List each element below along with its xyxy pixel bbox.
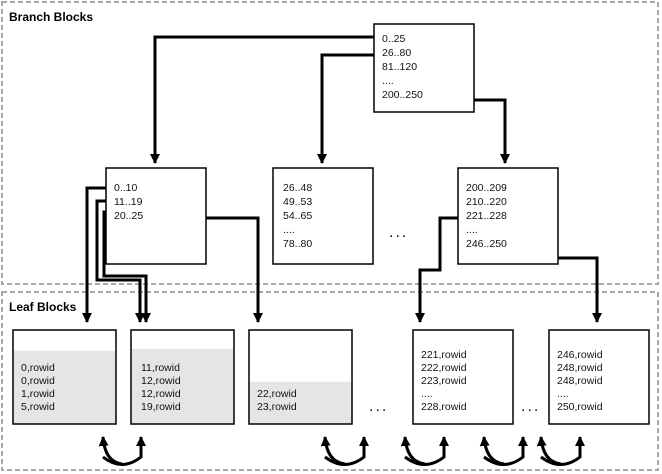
sibling-link-1-2 <box>102 436 146 466</box>
leaf1-entry-3: 5,rowid <box>21 401 55 413</box>
left-branch-to-leaf2b-arrow <box>102 210 151 323</box>
leaf-block-1 <box>12 329 117 425</box>
left-branch-to-leaf3-arrow <box>206 216 263 323</box>
leaf1-entry-2: 1,rowid <box>21 388 55 400</box>
middle-branch-key-2: 54..65 <box>283 210 312 222</box>
leaf1-entry-0: 0,rowid <box>21 362 55 374</box>
leaf2-entry-1: 12,rowid <box>141 375 181 387</box>
leaf5-entry-4: 250,rowid <box>557 401 603 413</box>
right-branch-key-1: 210..220 <box>466 196 507 208</box>
leaf-sibling-links <box>98 436 585 466</box>
sibling-link-prev-4 <box>404 436 449 466</box>
root-to-right-branch-arrow <box>474 98 510 164</box>
root-to-middle-branch-arrow <box>317 53 374 164</box>
sibling-link-5-prev <box>536 436 562 466</box>
leaf2-entry-2: 12,rowid <box>141 388 181 400</box>
leaf-block-4 <box>412 329 514 425</box>
leaf4-entry-3: .... <box>421 388 433 400</box>
branch-blocks-title: Branch Blocks <box>9 10 93 24</box>
left-branch-to-leaf2a-arrow <box>95 199 145 323</box>
leaf-block-2 <box>130 329 235 425</box>
root-key-1: 26..80 <box>382 47 411 59</box>
right-branch-key-3: .... <box>466 224 478 236</box>
left-branch-key-2: 20..25 <box>114 210 143 222</box>
middle-branch-block <box>272 167 374 265</box>
leaf-blocks-title: Leaf Blocks <box>9 300 77 314</box>
middle-branch-key-0: 26..48 <box>283 182 312 194</box>
right-branch-to-leaf5-arrow <box>558 256 602 323</box>
sibling-link-prev-5 <box>540 436 585 466</box>
sibling-link-next-4 <box>479 436 505 466</box>
leaf3-entry-0: 22,rowid <box>257 388 297 400</box>
left-branch-key-1: 11..19 <box>114 196 143 208</box>
leaf2-entry-3: 19,rowid <box>141 401 181 413</box>
leaf5-entry-3: .... <box>557 388 569 400</box>
branch-ellipsis: ... <box>389 224 408 241</box>
leaf-l2-used-space <box>131 348 234 424</box>
leaf-fill-layer <box>13 348 352 424</box>
leaf5-entry-0: 246,rowid <box>557 349 603 361</box>
leaf4-entry-4: 228,rowid <box>421 401 467 413</box>
leaf-ellipsis-1: ... <box>369 398 388 415</box>
leaf1-entry-1: 0,rowid <box>21 375 55 387</box>
leaf4-entry-2: 223,rowid <box>421 375 467 387</box>
right-branch-key-2: 221..228 <box>466 210 507 222</box>
root-branch-block <box>373 23 475 113</box>
leaf-ellipsis-2: ... <box>521 398 540 415</box>
sibling-link-4-next <box>483 436 528 466</box>
root-key-3: .... <box>382 75 394 87</box>
sibling-link-next-3 <box>320 436 346 466</box>
pointer-arrows <box>82 35 602 323</box>
leaf3-entry-1: 23,rowid <box>257 401 297 413</box>
sibling-link-4-prev <box>400 436 426 466</box>
root-key-2: 81..120 <box>382 61 417 73</box>
middle-branch-key-4: 78..80 <box>283 238 312 250</box>
left-branch-key-0: 0..10 <box>114 182 138 194</box>
leaf-block-3 <box>248 329 353 425</box>
middle-branch-key-1: 49..53 <box>283 196 312 208</box>
branch-blocks-section <box>1 1 659 285</box>
sibling-link-3-next <box>324 436 369 466</box>
right-branch-to-leaf4-arrow <box>415 216 460 323</box>
leaf2-entry-0: 11,rowid <box>141 362 180 374</box>
right-branch-block <box>457 167 559 265</box>
leaf4-entry-1: 222,rowid <box>421 362 467 374</box>
leaf5-entry-2: 248,rowid <box>557 375 603 387</box>
right-branch-key-0: 200..209 <box>466 182 507 194</box>
right-branch-key-4: 246..250 <box>466 238 507 250</box>
left-branch-to-leaf1-arrow <box>82 186 106 323</box>
leaf-l1-used-space <box>13 350 116 424</box>
leaf-blocks-section <box>1 291 659 471</box>
root-key-0: 0..25 <box>382 33 406 45</box>
leaf-l3-used-space <box>249 381 352 424</box>
leaf4-entry-0: 221,rowid <box>421 349 467 361</box>
root-to-left-branch-arrow <box>150 35 374 164</box>
left-branch-block <box>105 167 207 265</box>
middle-branch-key-3: .... <box>283 224 295 236</box>
leaf5-entry-1: 248,rowid <box>557 362 603 374</box>
root-key-4: 200..250 <box>382 89 423 101</box>
sibling-link-2-1 <box>98 436 123 466</box>
leaf-block-5 <box>548 329 650 425</box>
